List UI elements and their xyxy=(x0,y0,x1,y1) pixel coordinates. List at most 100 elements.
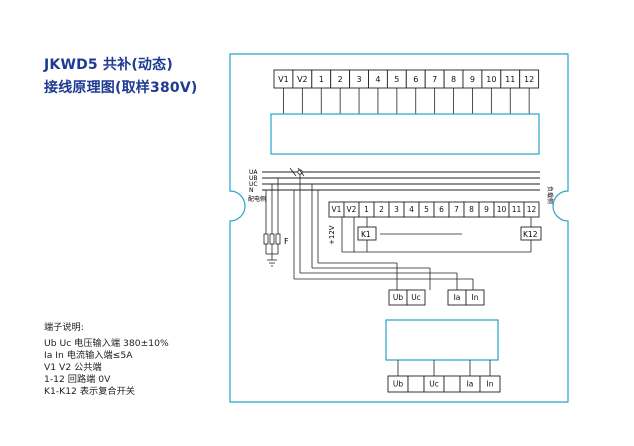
svg-text:1: 1 xyxy=(364,205,369,214)
svg-text:12: 12 xyxy=(527,205,537,214)
svg-text:6: 6 xyxy=(439,205,444,214)
main-switches xyxy=(289,167,305,177)
voltage-label: +12V xyxy=(328,225,336,245)
controller-terminal: 2 xyxy=(373,201,390,218)
top-terminal: 4 xyxy=(368,69,388,114)
meter-terminal: Ia xyxy=(447,289,467,306)
bus-label: UA xyxy=(249,169,258,176)
controller-terminal: 1 xyxy=(358,201,375,218)
notes-item: V1 V2 公共端 xyxy=(44,362,102,373)
controller-terminal: 4 xyxy=(403,201,420,218)
notes-item: Ub Uc 电压输入端 380±10% xyxy=(44,338,169,349)
svg-text:10: 10 xyxy=(486,75,496,84)
notes-item: 1-12 回路端 0V xyxy=(44,374,111,385)
svg-text:9: 9 xyxy=(470,75,475,84)
controller-terminal: 11 xyxy=(508,201,525,218)
bus-lines xyxy=(262,171,540,191)
top-terminal: 3 xyxy=(349,69,369,114)
top-terminal: 9 xyxy=(462,69,483,114)
meter-unit-window xyxy=(385,319,499,361)
controller-terminal: 7 xyxy=(448,201,465,218)
svg-text:V2: V2 xyxy=(297,75,308,84)
controller-terminal: 5 xyxy=(418,201,435,218)
top-terminal: 12 xyxy=(519,69,540,114)
bottom-terminal-blank xyxy=(407,375,425,393)
svg-text:Uc: Uc xyxy=(411,293,421,302)
svg-text:Ia: Ia xyxy=(467,380,474,389)
svg-text:V1: V1 xyxy=(278,75,289,84)
top-terminal: 6 xyxy=(405,69,426,114)
svg-text:V2: V2 xyxy=(347,205,357,214)
svg-text:2: 2 xyxy=(379,205,384,214)
controller-terminal: 6 xyxy=(433,201,450,218)
svg-text:V1: V1 xyxy=(332,205,342,214)
svg-text:7: 7 xyxy=(454,205,459,214)
svg-text:11: 11 xyxy=(512,205,522,214)
top-terminal: 8 xyxy=(443,69,464,114)
svg-text:5: 5 xyxy=(424,205,429,214)
page-title-line1: JKWD5 共补(动态) xyxy=(44,57,173,73)
svg-text:9: 9 xyxy=(484,205,489,214)
controller-terminal: 10 xyxy=(493,201,510,218)
svg-text:Uc: Uc xyxy=(429,380,439,389)
svg-text:In: In xyxy=(472,293,479,302)
svg-text:4: 4 xyxy=(409,205,414,214)
breaker-label: F xyxy=(284,237,289,246)
bottom-terminal: In xyxy=(479,375,501,393)
svg-text:Ia: Ia xyxy=(454,293,461,302)
svg-text:3: 3 xyxy=(357,75,362,84)
meter-unit-wiring xyxy=(397,360,491,376)
controller-terminal: 12 xyxy=(523,201,540,218)
bottom-terminal-blank xyxy=(443,375,461,393)
svg-text:7: 7 xyxy=(432,75,437,84)
top-terminal: 5 xyxy=(386,69,407,114)
display-window xyxy=(270,113,540,155)
svg-text:5: 5 xyxy=(394,75,399,84)
svg-text:10: 10 xyxy=(497,205,507,214)
page-title-line2: 接线原理图(取样380V) xyxy=(44,80,198,96)
svg-text:Ub: Ub xyxy=(393,380,403,389)
svg-text:8: 8 xyxy=(469,205,474,214)
meter-terminal: In xyxy=(465,289,485,306)
bottom-terminal: Uc xyxy=(423,375,445,393)
top-terminal: V1 xyxy=(273,69,294,114)
distribution-label: 配电侧 xyxy=(248,195,266,203)
notes-heading: 端子说明: xyxy=(44,322,84,333)
bus-label: UC xyxy=(249,181,258,188)
svg-text:K12: K12 xyxy=(523,230,538,239)
controller-terminal: V1 xyxy=(328,201,345,218)
svg-text:In: In xyxy=(487,380,494,389)
svg-text:6: 6 xyxy=(413,75,418,84)
controller-terminal: 9 xyxy=(478,201,495,218)
top-terminal: 10 xyxy=(481,69,502,114)
meter-terminal: Ub xyxy=(388,289,408,306)
control-wiring xyxy=(293,174,532,290)
bottom-terminal: Ub xyxy=(387,375,409,393)
bottom-terminal: Ia xyxy=(459,375,481,393)
svg-text:3: 3 xyxy=(394,205,399,214)
top-terminal: 1 xyxy=(311,69,332,114)
controller-terminal: V2 xyxy=(343,201,360,218)
top-terminal: V2 xyxy=(292,69,313,114)
meter-terminal: Uc xyxy=(406,289,426,306)
svg-text:12: 12 xyxy=(524,75,534,84)
svg-text:8: 8 xyxy=(451,75,456,84)
top-terminal: 7 xyxy=(424,69,445,114)
controller-terminal: 8 xyxy=(463,201,480,218)
svg-text:2: 2 xyxy=(338,75,343,84)
notes-item: Ia In 电流输入端≤5A xyxy=(44,350,133,361)
switch-k1: K1 xyxy=(357,226,377,241)
bottom-terminal-strip: Ub Uc Ia In xyxy=(387,375,501,393)
top-terminal: 2 xyxy=(330,69,351,114)
svg-text:K1: K1 xyxy=(361,230,371,239)
bus-label: N xyxy=(249,187,254,194)
top-terminal: 11 xyxy=(500,69,521,114)
bus-label: UB xyxy=(249,175,258,182)
controller-frame xyxy=(229,53,569,403)
svg-text:11: 11 xyxy=(505,75,515,84)
